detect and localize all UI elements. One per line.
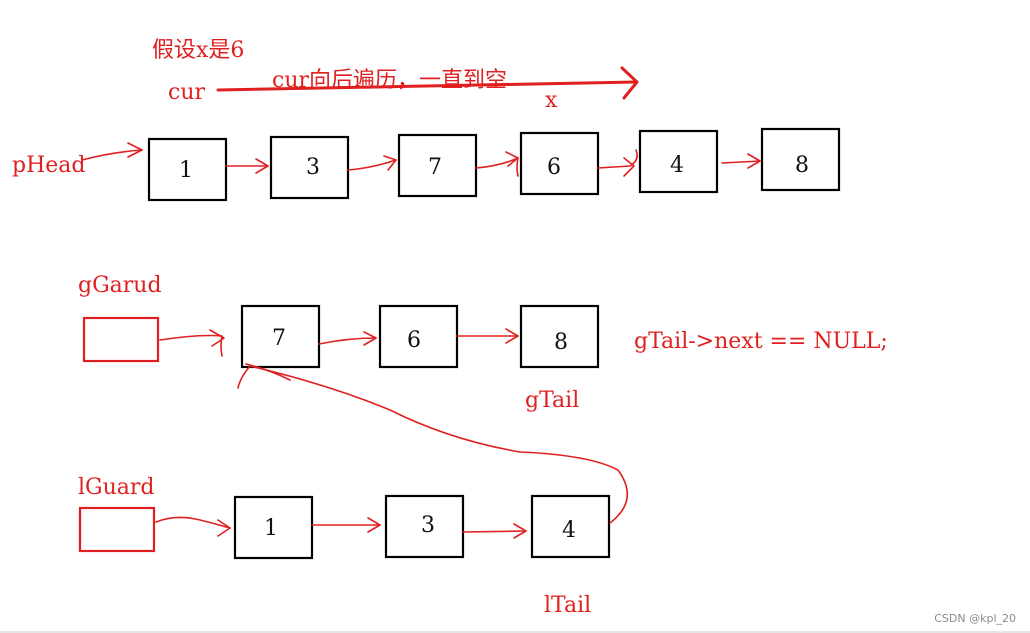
node-value: 6 (547, 155, 561, 180)
list-node-less-2: 3 (384, 494, 465, 559)
g-guard-node (82, 316, 160, 363)
list-node-less-3: 4 (530, 494, 611, 559)
list-node-original-3: 7 (397, 133, 478, 198)
list-node-greater-2: 6 (378, 304, 459, 369)
cur-traverse-arrow (216, 66, 639, 100)
g-guard-label: gGarud (78, 273, 162, 298)
l-guard-arrow (155, 516, 231, 537)
list-node-original-5: 4 (638, 129, 719, 194)
x-label: x (545, 88, 558, 113)
watermark: CSDN @kpl_20 (934, 612, 1016, 625)
node-value: 4 (670, 153, 684, 178)
list-node-greater-1: 7 (240, 304, 321, 369)
node-value: 3 (421, 513, 435, 538)
ltail-to-greater-head-arrow (237, 363, 629, 524)
l-tail-label: lTail (544, 593, 591, 618)
assumption-text: 假设x是6 (152, 38, 244, 63)
node-value: 3 (306, 155, 320, 180)
node-value: 8 (554, 330, 568, 355)
list-node-less-1: 1 (233, 495, 314, 560)
node-value: 7 (428, 155, 442, 180)
greater-link-arrows (318, 328, 519, 346)
g-tail-rule: gTail->next == NULL; (634, 329, 888, 354)
node-value: 7 (272, 326, 286, 351)
original-link-arrows (225, 149, 761, 177)
l-guard-node (78, 506, 156, 553)
node-value: 4 (562, 518, 576, 543)
node-value: 1 (264, 516, 278, 541)
node-value: 6 (407, 328, 421, 353)
phead-arrow (81, 142, 143, 161)
l-guard-label: lGuard (78, 475, 155, 500)
list-node-original-2: 3 (269, 135, 350, 200)
phead-label: pHead (12, 153, 86, 178)
g-guard-arrow (159, 329, 225, 357)
node-value: 8 (795, 153, 809, 178)
cur-label: cur (168, 80, 205, 105)
page-divider (0, 631, 1030, 633)
g-tail-label: gTail (525, 388, 579, 413)
list-node-original-1: 1 (147, 137, 228, 202)
list-node-original-4: 6 (519, 131, 600, 196)
less-link-arrows (311, 517, 527, 539)
list-node-original-6: 8 (760, 127, 841, 192)
node-value: 1 (179, 158, 193, 183)
list-node-greater-3: 8 (519, 304, 600, 369)
